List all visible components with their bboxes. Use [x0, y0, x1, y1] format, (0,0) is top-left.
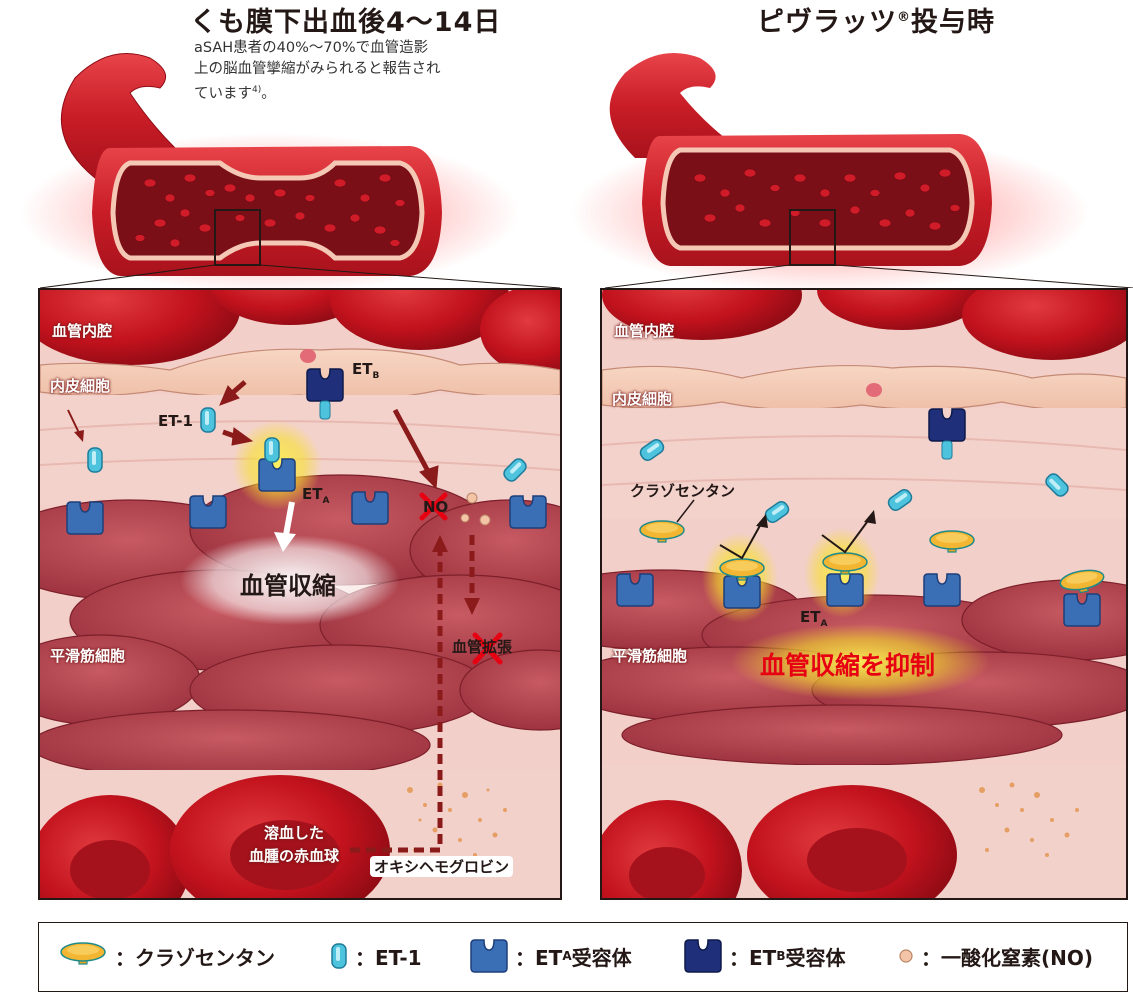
lumen-rbcs — [40, 290, 560, 375]
right-lumen-label: 血管内腔 — [614, 322, 675, 340]
left-vessel-illustration — [20, 53, 560, 288]
eta-label: ETA — [302, 485, 330, 506]
left-panel-art — [40, 290, 560, 898]
right-zoom-panel: 血管内腔 内皮細胞 クラゾセンタン ETA 平滑筋細胞 血管収縮を抑制 — [600, 288, 1128, 900]
constriction-label: 血管収縮 — [240, 572, 336, 600]
right-vessel-illustration — [570, 53, 1133, 288]
inhibit-label: 血管収縮を抑制 — [760, 651, 936, 680]
oxyhemoglobin-label: オキシヘモグロビン — [370, 856, 514, 877]
left-title-text: くも膜下出血後4〜14日 — [190, 7, 502, 38]
etb-label: ETB — [352, 360, 380, 381]
left-smooth-muscle-label: 平滑筋細胞 — [50, 647, 126, 665]
right-title-end: 投与時 — [911, 7, 995, 38]
right-eta-label: ETA — [800, 608, 828, 629]
et1-icon — [331, 943, 347, 969]
left-zoom-panel: 血管内腔 内皮細胞 ET-1 ETB ETA NO 血管収縮 血管拡張 平滑筋細… — [38, 288, 562, 900]
clazosentan-label: クラゾセンタン — [630, 482, 736, 500]
left-title: くも膜下出血後4〜14日 — [190, 0, 501, 39]
et1-label: ET-1 — [158, 412, 193, 430]
eta-receptor-icon — [470, 939, 508, 973]
lumen-rbcs — [602, 290, 1126, 360]
left-endothelial-label: 内皮細胞 — [50, 377, 111, 395]
clazosentan-icon — [60, 942, 106, 965]
left-intro: aSAH患者の40%〜70%で血管造影 上の脳血管攣縮がみられると報告され てい… — [194, 38, 524, 105]
intro-line-3: ています4)。 — [194, 85, 276, 102]
etb-receptor-icon — [684, 939, 722, 973]
left-lumen-label: 血管内腔 — [52, 322, 113, 340]
hemolyzed-label-2: 血腫の赤血球 — [248, 847, 339, 865]
intro-line-1: aSAH患者の40%〜70%で血管造影 — [194, 40, 429, 56]
intro-line-2: 上の脳血管攣縮がみられると報告され — [194, 61, 441, 77]
registered-mark: ® — [897, 10, 911, 25]
no-molecule-icon — [899, 949, 913, 963]
right-title: ピヴラッツ®投与時 — [757, 0, 995, 39]
right-smooth-muscle-label: 平滑筋細胞 — [612, 647, 688, 665]
right-panel-art — [602, 290, 1126, 898]
dilation-label: 血管拡張 — [452, 638, 513, 656]
intro-ref: 4) — [252, 85, 262, 95]
no-label: NO — [423, 498, 449, 516]
legend-clazosentan: ：クラゾセンタン — [57, 923, 275, 989]
right-endothelial-label: 内皮細胞 — [612, 390, 673, 408]
right-title-text: ピヴラッツ — [757, 7, 897, 38]
legend-et1: ：ET-1 — [329, 923, 422, 989]
legend-no: ：一酸化窒素(NO) — [897, 923, 1093, 989]
hemolyzed-label-1: 溶血した — [263, 824, 324, 842]
